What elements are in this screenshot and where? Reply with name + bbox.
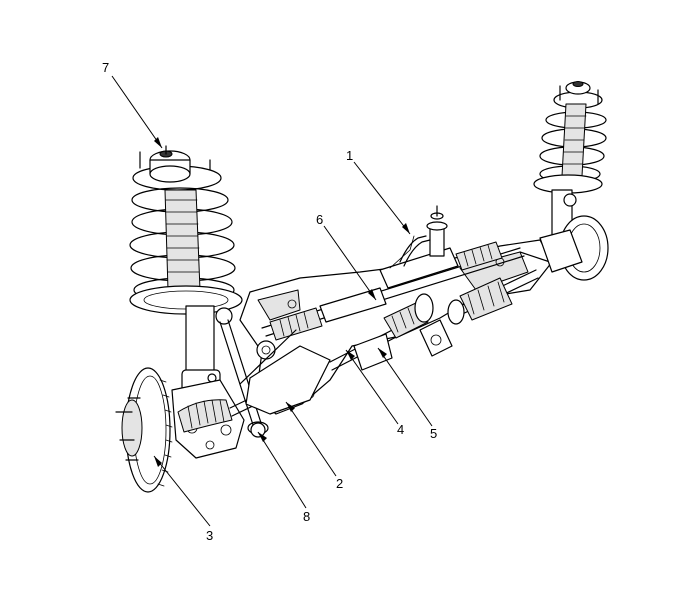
callout-2: 2	[336, 476, 343, 491]
callout-4: 4	[397, 422, 404, 437]
leader-7	[111, 75, 163, 149]
leader-1	[353, 161, 411, 235]
callout-1: 1	[346, 148, 353, 163]
leader-6	[323, 225, 377, 301]
left-stabilizer-link	[215, 307, 266, 438]
right-driveshaft	[447, 269, 539, 325]
leader-3	[153, 455, 211, 527]
callout-3: 3	[206, 528, 213, 543]
leader-2	[285, 401, 337, 477]
steering-gear-box	[239, 205, 557, 385]
leader-8	[257, 431, 307, 509]
callout-5: 5	[430, 426, 437, 441]
leader-5	[377, 347, 433, 427]
leader-4	[345, 349, 399, 425]
left-strut-assembly	[129, 145, 243, 395]
leader-lines	[111, 75, 433, 527]
right-strut-assembly	[533, 81, 609, 281]
callout-labels: 1 2 3 4 5 6 7 8	[102, 60, 437, 543]
callout-7: 7	[102, 60, 109, 75]
callout-8: 8	[303, 509, 310, 524]
center-driveshaft-and-mount	[329, 293, 453, 371]
callout-6: 6	[316, 212, 323, 227]
